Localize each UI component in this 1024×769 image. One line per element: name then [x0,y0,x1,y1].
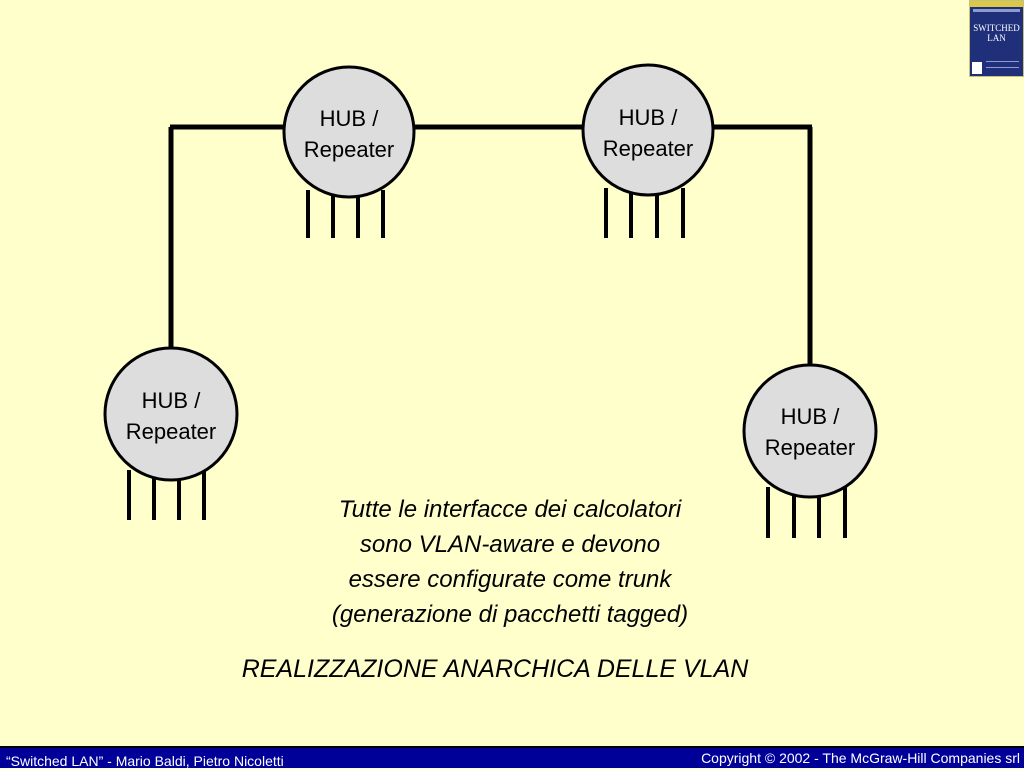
book-cover-thumbnail: SWITCHED LAN [969,0,1024,77]
note-line: essere configurate come trunk [348,566,672,593]
note-line: Tutte le interfacce dei calcolatori [338,496,682,523]
explanation-note: Tutte le interfacce dei calcolatori sono… [240,492,780,632]
footer-copyright: Copyright © 2002 - The McGraw-Hill Compa… [701,750,1020,766]
hub-node [282,65,416,199]
hub-label-line1: HUB / [781,404,841,429]
hub-label-line2: Repeater [765,435,856,460]
hub-node [103,346,239,482]
footer-bar: “Switched LAN” - Mario Baldi, Pietro Nic… [0,746,1024,769]
hub-label-line2: Repeater [603,136,694,161]
hub-top-right: HUB / Repeater [581,63,715,197]
hub-left: HUB / Repeater [103,346,239,482]
footer-book-credit: “Switched LAN” - Mario Baldi, Pietro Nic… [6,753,284,769]
hub-top-left: HUB / Repeater [282,65,416,199]
note-line: sono VLAN-aware e devono [359,531,661,558]
book-title-line2: LAN [987,33,1006,43]
hub-label-line1: HUB / [142,388,202,413]
hub-node [742,363,878,499]
book-title-line1: SWITCHED [973,23,1020,33]
slide-title: REALIZZAZIONE ANARCHICA DELLE VLAN [241,655,749,683]
hub-label-line1: HUB / [619,105,679,130]
trunk-links [168,124,813,370]
note-line: (generazione di pacchetti tagged) [331,601,689,628]
hub-label-line2: Repeater [304,137,395,162]
network-diagram: HUB / Repeater HUB / Repeater HUB / Repe… [103,63,878,538]
hub-node [581,63,715,197]
hub-label-line1: HUB / [320,106,380,131]
hub-label-line2: Repeater [126,419,217,444]
host-ports [127,188,847,538]
publisher-logo-icon [972,62,982,74]
hub-right: HUB / Repeater [742,363,878,499]
